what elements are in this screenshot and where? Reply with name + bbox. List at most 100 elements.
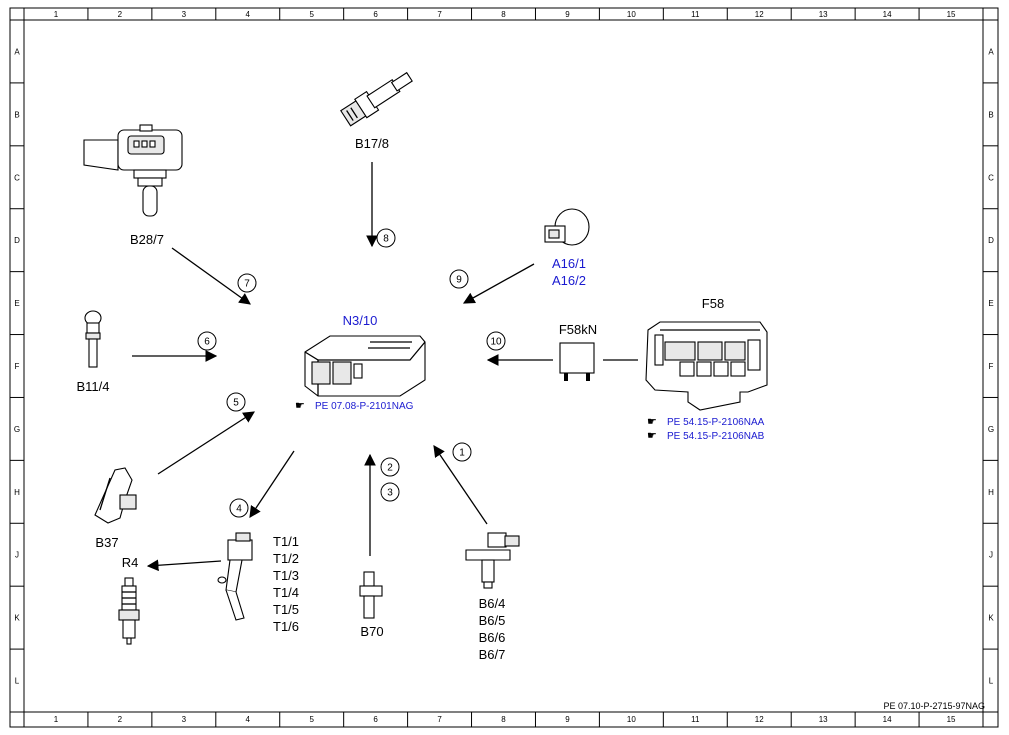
- arrow-number-circle: [237, 273, 257, 293]
- t1-label: T1/1: [273, 534, 299, 549]
- arrow-4: [249, 450, 295, 518]
- grid-column-label: 8: [501, 715, 506, 724]
- grid-row-label: C: [988, 173, 994, 182]
- pointing-hand-icon: ☛: [647, 416, 657, 428]
- footer-code: PE 07.10-P-2715-97NAG: [883, 701, 985, 711]
- b6-label: B6/4: [479, 596, 506, 611]
- grid-row-label: E: [988, 299, 993, 308]
- arrow-number-circle: [380, 482, 400, 502]
- b28-7-sensor-drawing: [83, 124, 183, 217]
- grid-column-label: 4: [246, 715, 251, 724]
- arrow-number: 8: [383, 234, 389, 245]
- grid-row-label: K: [14, 614, 20, 623]
- b6-sensor-drawing: [465, 532, 520, 589]
- svg-text:PE 54.15-P-2106NAA: PE 54.15-P-2106NAA: [667, 417, 765, 428]
- connection-arrows: [132, 162, 553, 572]
- grid-ticks: [10, 8, 998, 727]
- grid-row-label: J: [989, 551, 993, 560]
- b17-8-sensor-drawing: [340, 71, 413, 127]
- r4-spark-plug-drawing: [118, 577, 140, 645]
- grid-column-label: 2: [118, 10, 123, 19]
- grid-row-label: G: [988, 425, 994, 434]
- grid-column-label: 10: [627, 10, 636, 19]
- pointing-hand-icon: ☛: [295, 400, 305, 412]
- grid-column-label: 15: [947, 10, 956, 19]
- a16-2-label[interactable]: A16/2: [552, 273, 586, 288]
- arrow-number: 7: [244, 279, 250, 290]
- grid-row-label: A: [14, 47, 20, 56]
- grid-column-label: 10: [627, 715, 636, 724]
- grid-row-label: H: [988, 488, 994, 497]
- n3-10-control-unit-drawing: [304, 335, 426, 397]
- b37-pedal-sensor-drawing: [94, 467, 137, 524]
- grid-column-label: 5: [309, 10, 314, 19]
- t1-label: T1/6: [273, 619, 299, 634]
- a16-1-label[interactable]: A16/1: [552, 256, 586, 271]
- t1-label: T1/5: [273, 602, 299, 617]
- arrow-9: [462, 263, 535, 304]
- arrow-number-circle: [226, 392, 246, 412]
- grid-row-label: C: [14, 173, 20, 182]
- arrow-number-circle: [229, 498, 249, 518]
- grid-column-label: 15: [947, 715, 956, 724]
- grid-column-label: 2: [118, 715, 123, 724]
- arrow-number: 6: [204, 337, 210, 348]
- arrow-number: 5: [233, 398, 239, 409]
- arrow-number-circle: [197, 331, 217, 351]
- b6-label: B6/6: [479, 630, 506, 645]
- grid-row-label: A: [988, 47, 994, 56]
- n3-10-reference[interactable]: ☛ PE 07.08-P-2101NAG: [295, 400, 414, 412]
- arrow-number: 4: [236, 504, 242, 515]
- b11-4-sensor-drawing: [84, 310, 102, 368]
- grid-column-label: 14: [883, 10, 892, 19]
- grid-row-label: B: [14, 110, 19, 119]
- arrow-number-circle: [380, 457, 400, 477]
- f58kn-relay-drawing: [559, 342, 595, 381]
- outer-frame: [9, 7, 999, 728]
- t1-ignition-coil-drawing: [217, 532, 253, 621]
- arrow-number: 2: [387, 463, 393, 474]
- grid-column-label: 11: [691, 715, 700, 724]
- grid-row-label: G: [14, 425, 20, 434]
- grid-row-label: D: [988, 236, 994, 245]
- t1-labels: T1/1 T1/2 T1/3 T1/4 T1/5 T1/6: [273, 534, 299, 634]
- f58-fuse-box-drawing: [645, 321, 768, 411]
- grid-column-label: 9: [565, 10, 570, 19]
- f58-reference-2[interactable]: ☛ PE 54.15-P-2106NAB: [647, 430, 765, 442]
- grid-row-label: J: [15, 551, 19, 560]
- grid-column-label: 13: [819, 715, 828, 724]
- grid-column-label: 1: [54, 715, 59, 724]
- grid-column-label: 6: [373, 10, 378, 19]
- grid-row-label: B: [988, 110, 993, 119]
- a16-knock-sensor-drawing: [544, 208, 590, 246]
- b6-labels: B6/4 B6/5 B6/6 B6/7: [479, 596, 506, 662]
- f58-reference-1[interactable]: ☛ PE 54.15-P-2106NAA: [647, 416, 765, 428]
- grid-row-label: L: [989, 677, 994, 686]
- grid-row-label: K: [988, 614, 994, 623]
- arrow-5: [157, 411, 255, 475]
- grid-column-label: 11: [691, 10, 700, 19]
- grid-column-label: 6: [373, 715, 378, 724]
- grid-column-label: 12: [755, 10, 764, 19]
- grid-row-label: H: [14, 488, 20, 497]
- grid-row-label: F: [989, 362, 994, 371]
- grid-column-label: 7: [437, 715, 442, 724]
- arrow-number: 3: [387, 488, 393, 499]
- svg-text:PE 54.15-P-2106NAB: PE 54.15-P-2106NAB: [667, 431, 765, 442]
- grid-labels: 1122334455667788991010111112121313141415…: [14, 10, 994, 724]
- arrow-number: 10: [490, 337, 502, 348]
- t1-label: T1/4: [273, 585, 299, 600]
- grid-column-label: 4: [246, 10, 251, 19]
- grid-row-label: F: [15, 362, 20, 371]
- b17-8-label: B17/8: [355, 136, 389, 151]
- n3-10-label[interactable]: N3/10: [343, 313, 378, 328]
- b11-4-label: B11/4: [76, 379, 109, 394]
- grid-row-label: D: [14, 236, 20, 245]
- f58-label: F58: [702, 296, 724, 311]
- arrow-number: 1: [459, 448, 465, 459]
- svg-text:PE 07.08-P-2101NAG: PE 07.08-P-2101NAG: [315, 401, 414, 412]
- grid-column-label: 8: [501, 10, 506, 19]
- grid-column-label: 5: [309, 715, 314, 724]
